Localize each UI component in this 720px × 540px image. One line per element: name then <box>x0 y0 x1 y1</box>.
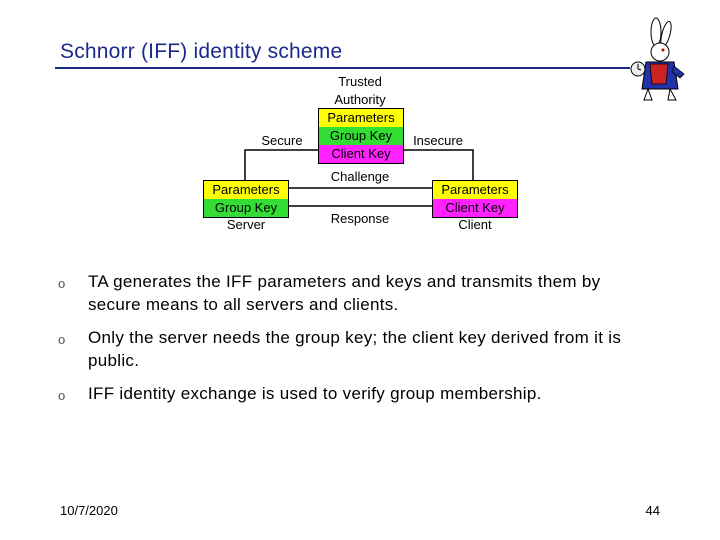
server-label: Server <box>226 217 266 232</box>
page-number: 44 <box>645 503 660 518</box>
trusted-label-line1: Trusted <box>338 74 382 89</box>
slide-title: Schnorr (IFF) identity scheme <box>60 40 343 63</box>
white-rabbit-logo-icon <box>630 17 685 101</box>
trusted-authority-box: Parameters Group Key Client Key <box>318 108 404 164</box>
bullet-text-1: TA generates the IFF parameters and keys… <box>88 272 601 314</box>
ta-parameters: Parameters <box>319 109 403 127</box>
server-group-key: Group Key <box>204 199 288 217</box>
secure-label: Secure <box>261 133 303 148</box>
bullet-marker-3: o <box>58 388 66 403</box>
server-parameters: Parameters <box>204 181 288 199</box>
footer-date: 10/7/2020 <box>60 503 118 518</box>
server-box: Parameters Group Key <box>203 180 289 218</box>
title-underline <box>55 67 630 69</box>
response-label: Response <box>330 211 390 226</box>
insecure-link-line <box>403 149 474 180</box>
bullet-marker-1: o <box>58 276 66 291</box>
bullet-text-3: IFF identity exchange is used to verify … <box>88 384 542 403</box>
bullet-text-2: Only the server needs the group key; the… <box>88 328 622 370</box>
client-client-key: Client Key <box>433 199 517 217</box>
insecure-label: Insecure <box>413 133 463 148</box>
authority-label-line2: Authority <box>334 92 386 107</box>
secure-link-line <box>244 149 318 180</box>
ta-group-key: Group Key <box>319 127 403 145</box>
client-parameters: Parameters <box>433 181 517 199</box>
ta-client-key: Client Key <box>319 145 403 163</box>
bullet-marker-2: o <box>58 332 66 347</box>
client-label: Client <box>458 217 492 232</box>
client-box: Parameters Client Key <box>432 180 518 218</box>
trusted-authority-label: Trusted Authority <box>320 73 400 109</box>
challenge-label: Challenge <box>320 168 400 186</box>
